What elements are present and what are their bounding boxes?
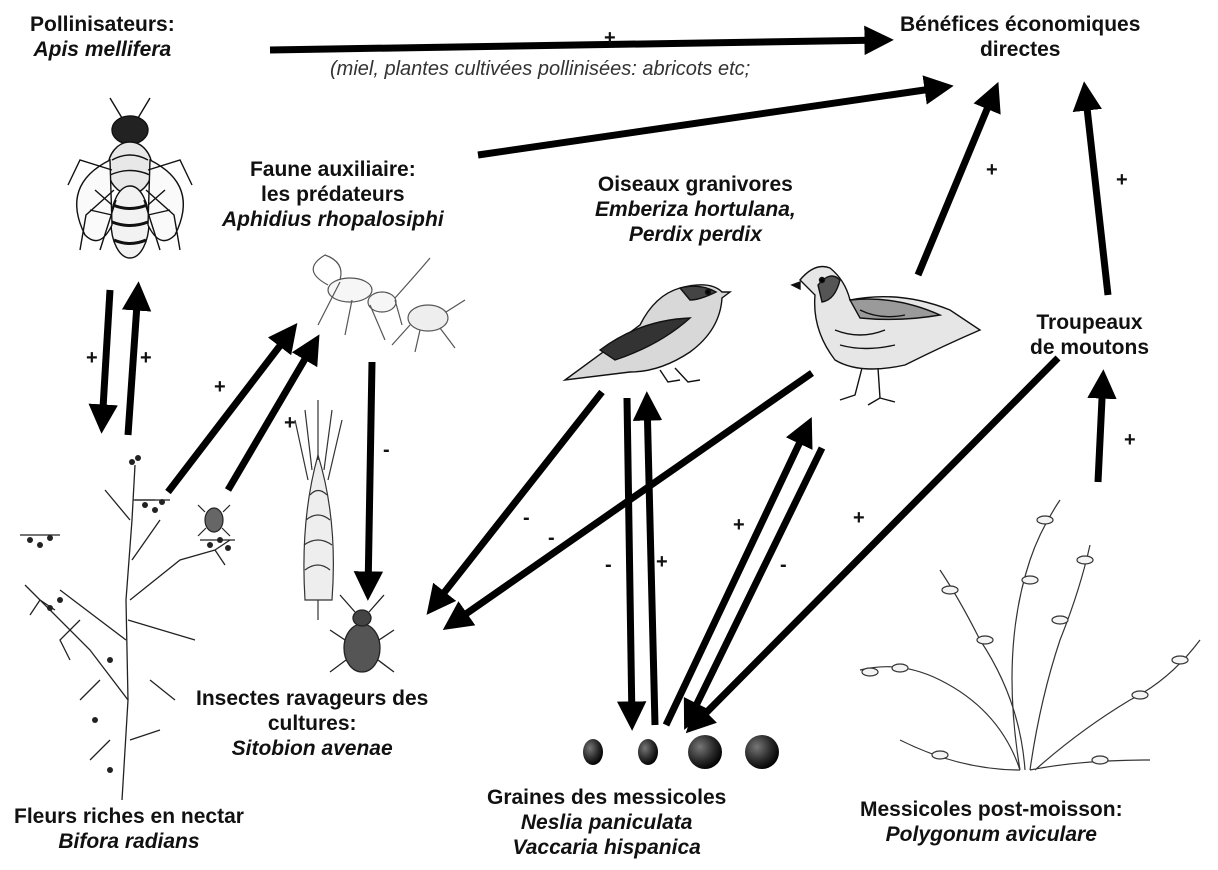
arrow-post-harvest-to-sheep	[1098, 378, 1103, 482]
arrow-bunting-to-seeds	[627, 398, 632, 722]
arrow-auxiliary-fauna-to-benefits	[478, 87, 945, 155]
weed-seeds-label: Graines des messicoles Neslia paniculata…	[487, 785, 726, 860]
sign-bee-flowers: +	[86, 348, 98, 368]
bunting-illustration	[565, 285, 730, 382]
auxiliary-fauna-line1: Faune auxiliaire:	[222, 157, 444, 182]
benefits-note: (miel, plantes cultivées pollinisées: ab…	[330, 58, 750, 81]
nectar-flowers-title: Fleurs riches en nectar	[14, 804, 244, 829]
wheat-illustration	[295, 400, 342, 620]
arrow-bee-to-flowers	[102, 290, 110, 425]
arrow-flowers-to-bee	[128, 290, 138, 435]
arrow-predators-to-pests	[368, 362, 372, 592]
crop-pests-line1: Insectes ravageurs des	[196, 686, 428, 711]
economic-benefits-label: Bénéfices économiques directes	[900, 12, 1140, 62]
weed-seeds-species2: Vaccaria hispanica	[487, 835, 726, 860]
interaction-arrows	[102, 40, 1108, 727]
post-harvest-weeds-species: Polygonum aviculare	[860, 822, 1123, 847]
sheep-flocks-label: Troupeaux de moutons	[1030, 310, 1149, 360]
crop-pests-line2: cultures:	[196, 711, 428, 736]
parasitoid-wasp-illustration	[313, 255, 465, 352]
sign-aphid-predators: +	[284, 413, 296, 433]
sign-flowers-predators: +	[214, 377, 226, 397]
small-aphid-illustration	[198, 505, 230, 536]
aphid-pest-illustration	[330, 595, 394, 672]
economic-benefits-line1: Bénéfices économiques	[900, 12, 1140, 37]
arrow-partridge-to-seeds	[688, 448, 822, 722]
pollinators-title: Pollinisateurs:	[30, 12, 175, 37]
seeds-illustration	[583, 735, 779, 769]
arrow-sheep-to-benefits	[1085, 90, 1108, 295]
sign-sheep-benefits: +	[1116, 170, 1128, 190]
weed-seeds-species1: Neslia paniculata	[487, 810, 726, 835]
economic-benefits-line2: directes	[900, 37, 1140, 62]
sign-sheep-seeds: +	[853, 508, 865, 528]
granivorous-birds-label: Oiseaux granivores Emberiza hortulana, P…	[595, 172, 796, 247]
sign-partridge-pests: -	[548, 528, 555, 548]
weed-seeds-title: Graines des messicoles	[487, 785, 726, 810]
nectar-flowers-label: Fleurs riches en nectar Bifora radians	[14, 804, 244, 854]
sign-post-harvest-sheep: +	[1124, 430, 1136, 450]
sign-partridge-benefits: +	[986, 160, 998, 180]
sign-bunting-pests: -	[523, 508, 530, 528]
honeybee-illustration	[68, 98, 192, 258]
auxiliary-fauna-species: Aphidius rhopalosiphi	[222, 207, 444, 232]
sign-bunting-seeds: -	[605, 555, 612, 575]
post-harvest-weeds-title: Messicoles post-moisson:	[860, 797, 1123, 822]
sign-seeds-bunting: +	[656, 552, 668, 572]
sheep-flocks-line1: Troupeaux	[1030, 310, 1149, 335]
granivorous-birds-species1: Emberiza hortulana,	[595, 197, 796, 222]
pollinators-species: Apis mellifera	[30, 37, 175, 62]
nectar-flowers-species: Bifora radians	[14, 829, 244, 854]
sign-partridge-seeds: -	[780, 555, 787, 575]
arrow-partridge-to-benefits	[918, 90, 995, 275]
arrow-seeds-to-bunting	[647, 400, 655, 725]
sign-seeds-partridge: +	[733, 515, 745, 535]
post-harvest-weeds-label: Messicoles post-moisson: Polygonum avicu…	[860, 797, 1123, 847]
sign-flowers-bee: +	[140, 348, 152, 368]
pollinators-label: Pollinisateurs: Apis mellifera	[30, 12, 175, 62]
sign-pollinators-benefits: +	[604, 28, 616, 48]
granivorous-birds-species2: Perdix perdix	[595, 222, 796, 247]
crop-pests-label: Insectes ravageurs des cultures: Sitobio…	[196, 686, 428, 761]
arrow-aphid-to-predators	[228, 342, 315, 490]
granivorous-birds-title: Oiseaux granivores	[595, 172, 796, 197]
sheep-flocks-line2: de moutons	[1030, 335, 1149, 360]
auxiliary-fauna-line2: les prédateurs	[222, 182, 444, 207]
sign-predators-pests: -	[383, 440, 390, 460]
polygonum-illustration	[860, 500, 1200, 770]
arrow-pollinators-to-benefits	[270, 40, 885, 50]
partridge-illustration	[792, 267, 980, 406]
crop-pests-species: Sitobion avenae	[196, 736, 428, 761]
auxiliary-fauna-label: Faune auxiliaire: les prédateurs Aphidiu…	[222, 157, 444, 232]
